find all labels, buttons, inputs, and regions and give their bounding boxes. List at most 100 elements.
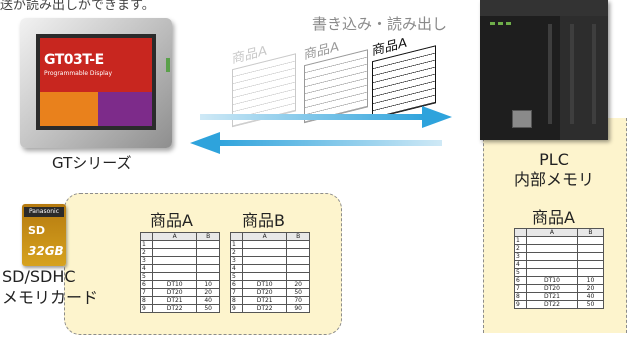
table-row: 3: [514, 252, 605, 261]
table-cell: 4: [140, 264, 153, 273]
plc-led-icon: [490, 22, 495, 25]
plc-caption-line1: PLC: [539, 150, 569, 169]
table-row: 1: [514, 236, 605, 245]
table-cell: [196, 248, 220, 257]
table-cell: [241, 264, 288, 273]
table-cell: [576, 260, 605, 269]
table-row: 4: [230, 264, 310, 273]
table-cell: DT21: [241, 296, 288, 305]
sd-table-a-title: 商品A: [150, 211, 193, 230]
plc-caption-line2: 内部メモリ: [513, 170, 594, 189]
gt-model-label: GT03T-E: [44, 52, 104, 68]
table-cell: [286, 248, 310, 257]
table-cell: 20: [576, 284, 605, 293]
arrow-left-icon: [190, 132, 442, 154]
table-header-cell: A: [151, 232, 198, 241]
table-cell: 40: [196, 296, 220, 305]
table-cell: 50: [576, 300, 605, 309]
table-cell: [151, 272, 198, 281]
table-cell: [196, 264, 220, 273]
transfer-arrows: [190, 106, 452, 154]
table-cell: DT20: [526, 284, 578, 293]
table-cell: 7: [140, 288, 153, 297]
sd-logo-icon: SD: [28, 224, 46, 237]
table-cell: 20: [196, 288, 220, 297]
table-cell: 8: [140, 296, 153, 305]
table-header-cell: A: [241, 232, 288, 241]
table-cell: [576, 244, 605, 253]
table-cell: [151, 240, 198, 249]
table-cell: DT10: [241, 280, 288, 289]
table-cell: [576, 252, 605, 261]
table-cell: 6: [514, 276, 527, 285]
plc-device-top: [480, 0, 608, 16]
table-cell: 7: [230, 288, 243, 297]
table-cell: [241, 240, 288, 249]
table-row: 5: [514, 268, 605, 277]
table-header-cell: B: [196, 232, 220, 241]
sd-caption-line1: SD/SDHC: [2, 267, 76, 286]
sd-brand-label: Panasonic: [24, 207, 64, 217]
table-row: 3: [140, 256, 220, 265]
table-cell: 6: [230, 280, 243, 289]
top-caption: 送が読み出しができます。: [0, 0, 155, 13]
table-cell: [241, 272, 288, 281]
table-cell: [526, 236, 578, 245]
table-cell: 9: [514, 300, 527, 309]
table-cell: 50: [196, 304, 220, 313]
table-header-cell: B: [576, 228, 605, 237]
table-cell: 3: [514, 252, 527, 261]
plc-caption: PLC 内部メモリ: [483, 150, 625, 190]
sd-caption-line2: メモリカード: [2, 288, 99, 307]
table-cell: [151, 248, 198, 257]
plc-slot: [570, 24, 574, 124]
table-row: 3: [230, 256, 310, 265]
plc-device-side: [560, 0, 608, 140]
table-cell: 3: [230, 256, 243, 265]
table-row: 1: [140, 240, 220, 249]
table-row: 1: [230, 240, 310, 249]
table-cell: [151, 264, 198, 273]
table-cell: 2: [140, 248, 153, 257]
table-cell: 5: [140, 272, 153, 281]
table-cell: 5: [230, 272, 243, 281]
table-cell: [526, 252, 578, 261]
table-row: 5: [230, 272, 310, 281]
table-row: 2: [140, 248, 220, 257]
table-header-cell: A: [526, 228, 578, 237]
arrow-right-icon: [200, 106, 452, 128]
sd-capacity-label: 32GB: [28, 244, 64, 258]
sd-table-b-title: 商品B: [242, 211, 285, 230]
gt-screen-purple: [98, 92, 152, 126]
table-cell: [576, 236, 605, 245]
table-header-cell: [514, 228, 527, 237]
table-cell: [241, 256, 288, 265]
plc-port-icon: [512, 110, 532, 128]
gt-caption: GTシリーズ: [52, 154, 132, 172]
gt-screen-orange: [40, 92, 98, 126]
table-cell: 1: [230, 240, 243, 249]
table-cell: DT22: [151, 304, 198, 313]
table-cell: 5: [514, 268, 527, 277]
table-row: 2: [230, 248, 310, 257]
table-cell: [241, 248, 288, 257]
table-cell: [196, 256, 220, 265]
table-cell: DT10: [151, 280, 198, 289]
table-cell: [526, 260, 578, 269]
table-cell: DT21: [526, 292, 578, 301]
table-row: 2: [514, 244, 605, 253]
table-cell: 8: [514, 292, 527, 301]
table-cell: 70: [286, 296, 310, 305]
table-cell: 7: [514, 284, 527, 293]
